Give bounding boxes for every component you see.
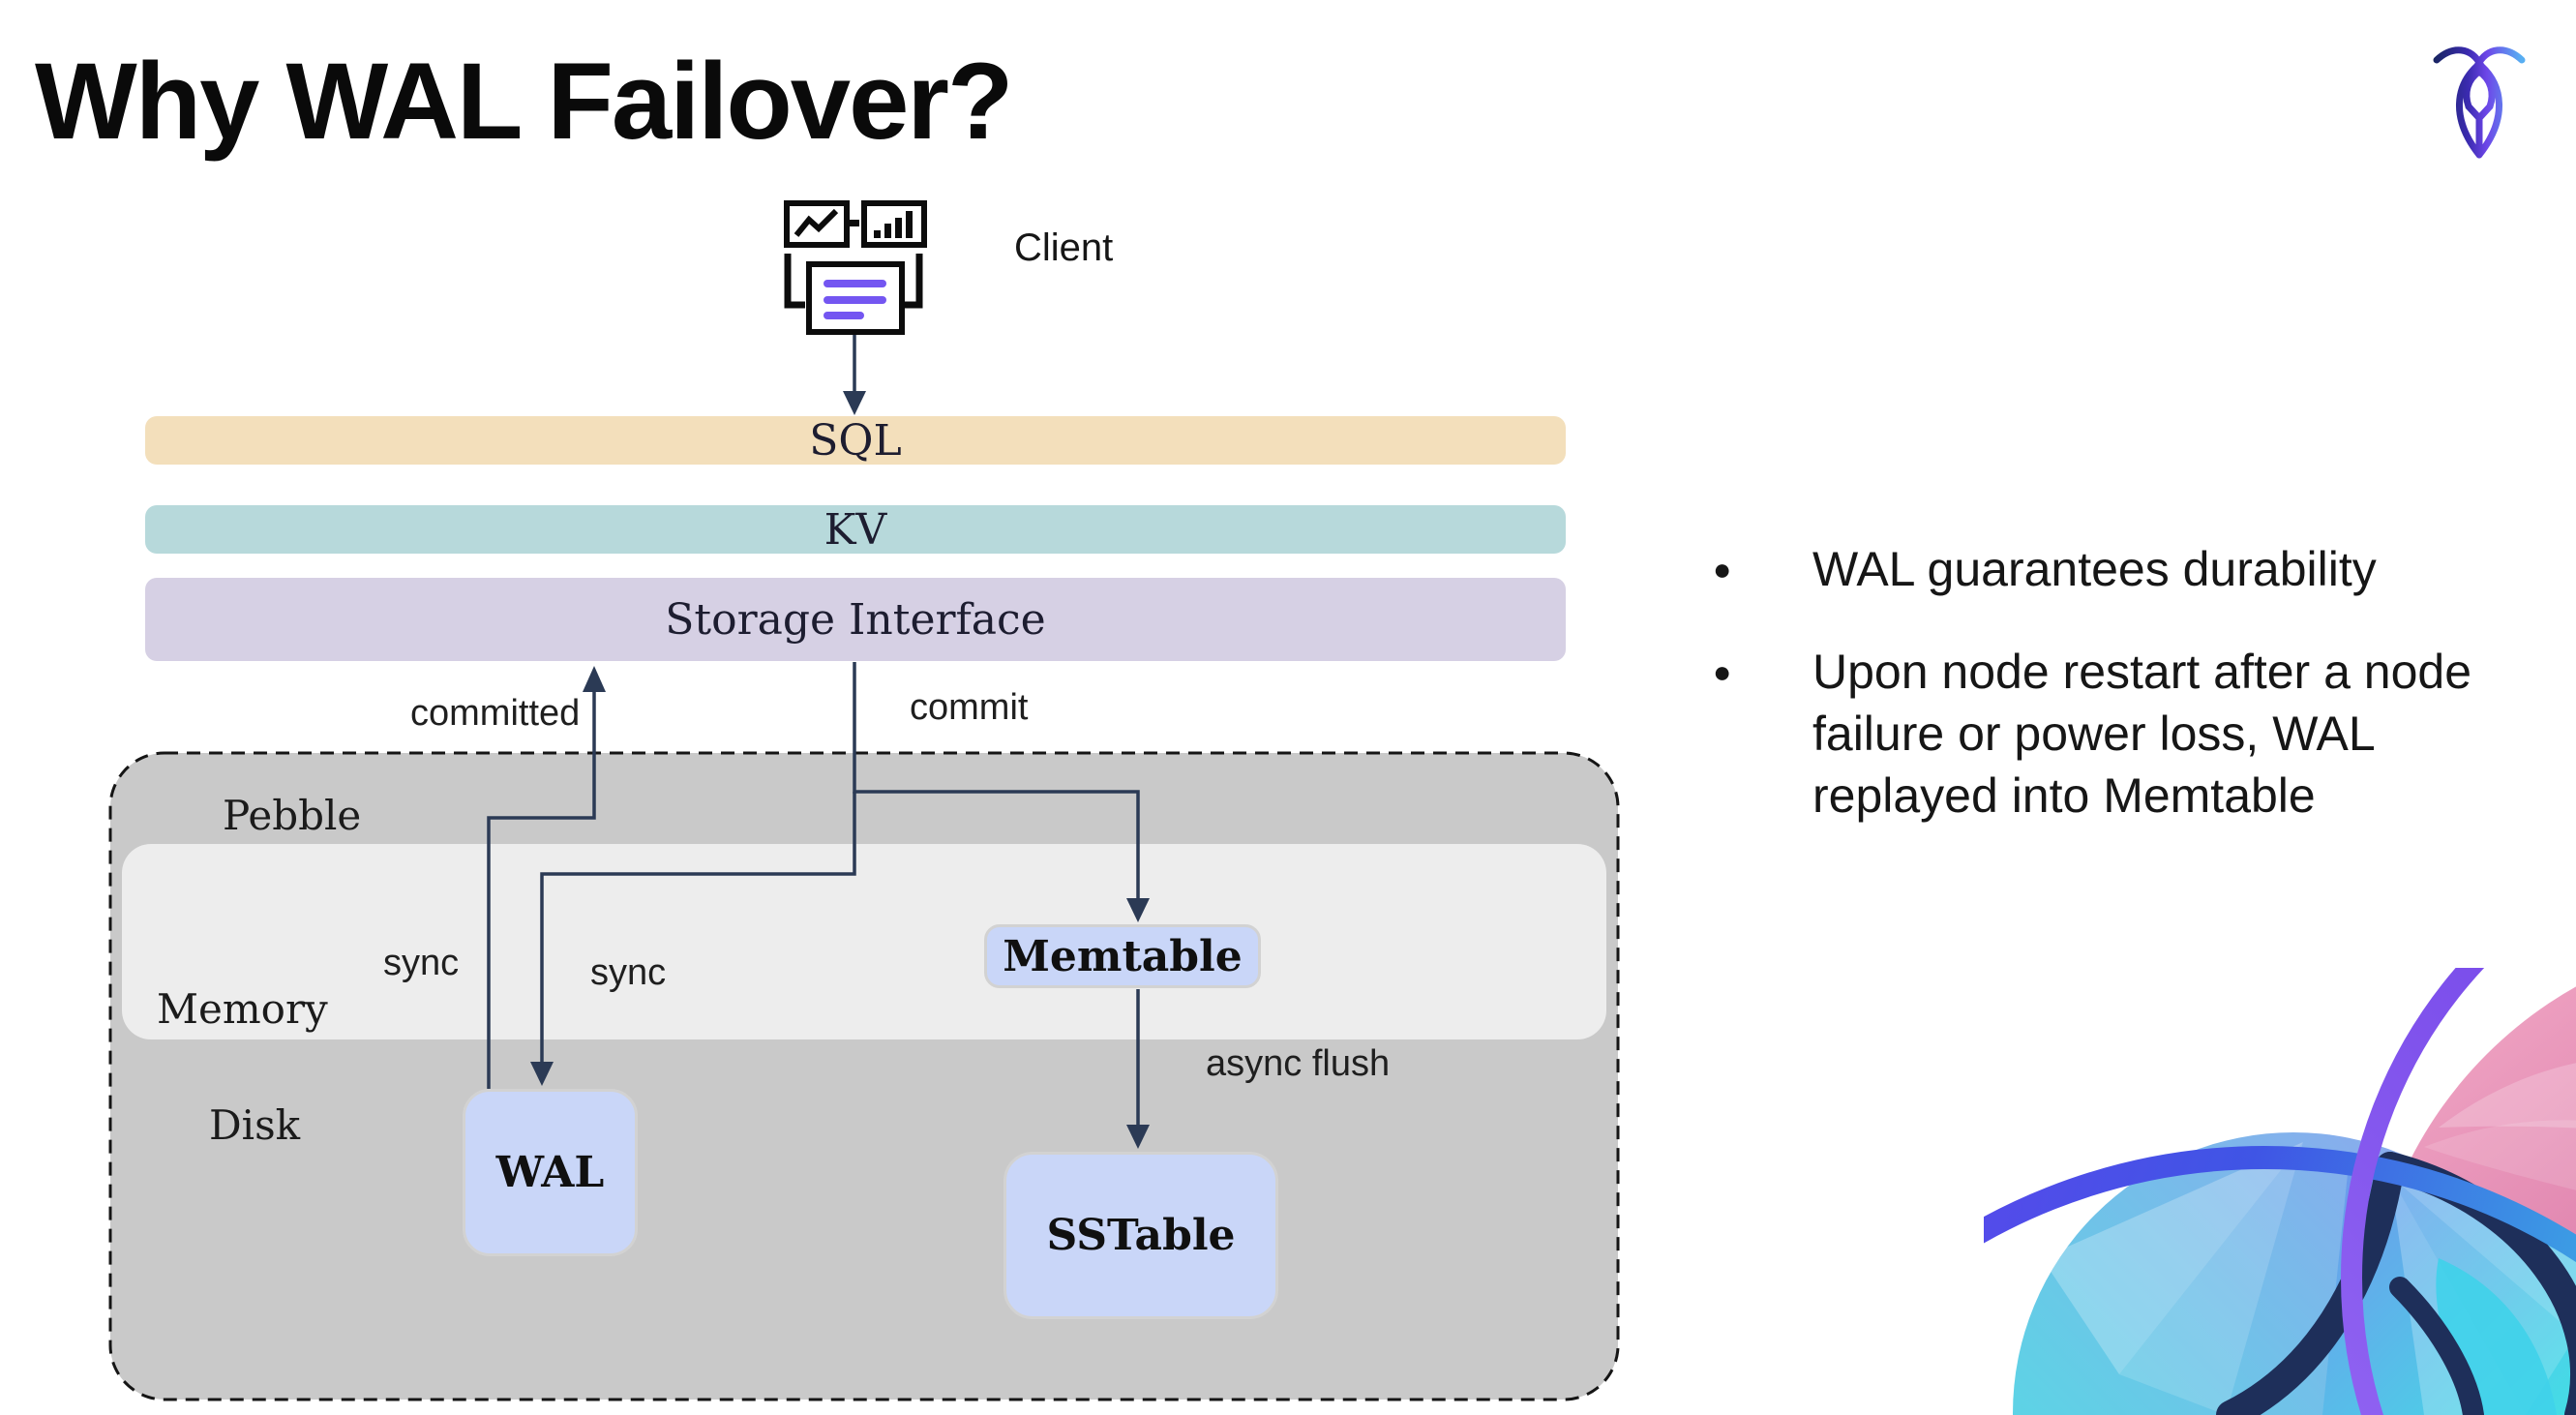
sync-up-edge-label: sync [383,943,460,983]
pebble-container [108,751,1620,1401]
commit-edge-label: commit [910,687,1029,728]
edge-commit-sync-to-wal [540,792,856,1063]
line-chart-glyph [794,208,839,237]
storage-interface-layer-label: Storage Interface [665,594,1046,645]
line-chart-icon [784,200,850,248]
wal-node-box: WAL [463,1089,638,1256]
list-item: ● Upon node restart after a node failure… [1713,641,2487,827]
committed-edge-label: committed [410,693,581,734]
document-icon [806,261,905,335]
edge-wal-to-storage-committed [487,690,596,1089]
sql-layer-bar: SQL [145,415,1566,466]
wal-node-label: WAL [495,1148,605,1197]
bullet-dot-icon: ● [1713,552,1732,587]
dash-glyph [850,220,859,226]
slide-title: Why WAL Failover? [35,41,1013,162]
sync-down-edge-label: sync [590,952,667,993]
bullet-dot-icon: ● [1713,654,1732,689]
sstable-node-box: SSTable [1003,1152,1278,1319]
pebble-label: Pebble [223,792,362,839]
async-flush-edge-label: async flush [1206,1043,1391,1084]
client-label: Client [1014,226,1114,269]
client-charts-and-document-icon [784,200,927,335]
memory-band [122,844,1606,1039]
memtable-node-box: Memtable [984,924,1261,988]
memtable-node-label: Memtable [1003,931,1243,981]
bar-chart-glyph [874,211,913,238]
document-text-lines [824,280,886,319]
arrowhead-into-sql [843,391,866,415]
bullet-list: ● WAL guarantees durability ● Upon node … [1713,538,2487,827]
arrowhead-into-sstable [1126,1125,1150,1149]
sql-layer-label: SQL [809,415,902,466]
cockroachdb-brand-art [1984,968,2576,1415]
bullet-text-replay: Upon node restart after a node failure o… [1812,645,2472,823]
bar-chart-icon [861,200,927,248]
bullet-text-durability: WAL guarantees durability [1812,542,2377,596]
arrowhead-into-wal [530,1062,554,1086]
storage-interface-layer-bar: Storage Interface [145,578,1566,661]
disk-label: Disk [209,1101,301,1149]
cockroachdb-mark-icon [2433,46,2526,159]
screen-bracket-icon [784,254,923,309]
sstable-node-label: SSTable [1046,1211,1236,1260]
arrowhead-into-storage [583,666,606,692]
list-item: ● WAL guarantees durability [1713,538,2487,600]
arrowhead-into-memtable [1126,898,1150,922]
kv-layer-bar: KV [145,504,1566,555]
kv-layer-label: KV [824,504,887,555]
memory-label: Memory [157,985,328,1033]
